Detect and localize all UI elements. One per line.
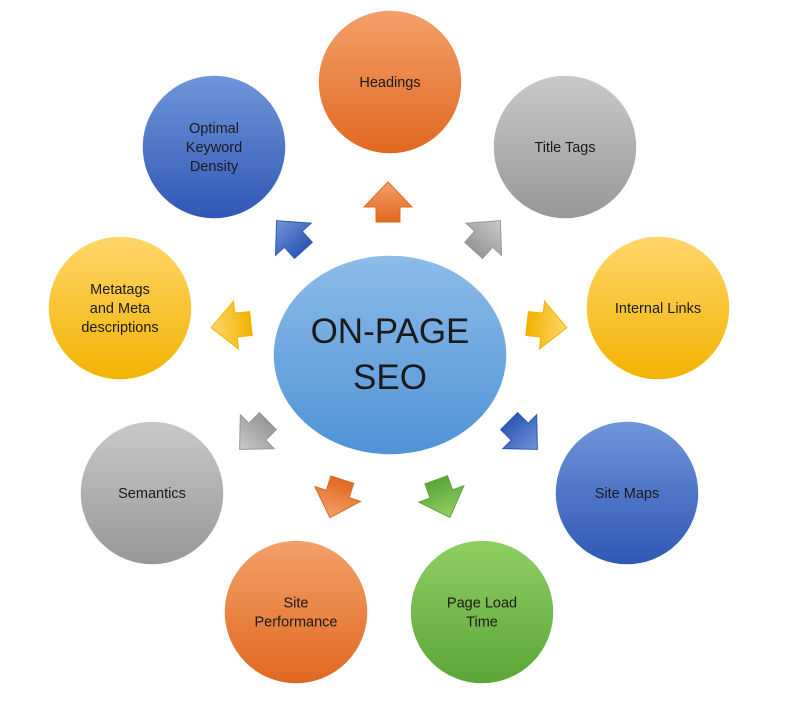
node-title-tags: Title Tags — [492, 74, 638, 220]
node-circle-page-load-time — [409, 539, 555, 685]
node-label-internal-links: Internal Links — [615, 301, 701, 317]
node-circle-site-maps — [554, 420, 700, 566]
node-label-page-load-time: Page Load — [447, 596, 517, 612]
node-circle-metatags — [47, 235, 193, 381]
arrow-to-metatags — [210, 300, 253, 351]
node-label-title-tags: Title Tags — [534, 140, 595, 156]
center-title-line: ON-PAGE — [311, 312, 470, 351]
node-label-metatags: Metatags — [90, 282, 150, 298]
arrow-to-internal-links — [525, 300, 568, 351]
node-circle-title-tags — [492, 74, 638, 220]
node-label-site-maps: Site Maps — [595, 486, 659, 502]
node-label-headings: Headings — [359, 75, 420, 91]
node-circle-site-performance — [223, 539, 369, 685]
node-headings: Headings — [317, 9, 463, 155]
arrows-layer — [210, 181, 568, 519]
node-metatags: Metatags and Meta descriptions — [47, 235, 193, 381]
node-label-site-performance: Site — [284, 596, 309, 612]
node-circle-optimal-keyword-density — [141, 74, 287, 220]
center-node: ON-PAGE SEO — [272, 254, 508, 456]
arrow-to-site-maps — [499, 411, 538, 450]
arrow-to-semantics — [239, 411, 278, 450]
node-circle-semantics — [79, 420, 225, 566]
node-label-metatags: descriptions — [81, 320, 158, 336]
node-label-optimal-keyword-density: Optimal — [189, 121, 239, 137]
node-semantics: Semantics — [79, 420, 225, 566]
node-label-site-performance: Performance — [254, 615, 337, 631]
arrow-to-title-tags — [464, 220, 503, 260]
arrow-to-optimal-keyword-density — [274, 220, 313, 260]
node-label-semantics: Semantics — [118, 486, 186, 502]
arrow-to-site-performance — [313, 475, 362, 519]
node-label-page-load-time: Time — [466, 615, 498, 631]
node-circle-internal-links — [585, 235, 731, 381]
center-ellipse — [272, 254, 508, 456]
node-label-optimal-keyword-density: Keyword — [186, 140, 242, 156]
arrow-to-headings — [362, 181, 414, 223]
center-title-line: SEO — [353, 358, 427, 397]
arrow-to-page-load-time — [417, 475, 465, 519]
node-circle-headings — [317, 9, 463, 155]
node-label-optimal-keyword-density: Density — [190, 159, 239, 175]
node-internal-links: Internal Links — [585, 235, 731, 381]
node-label-metatags: and Meta — [90, 301, 151, 317]
node-site-maps: Site Maps — [554, 420, 700, 566]
